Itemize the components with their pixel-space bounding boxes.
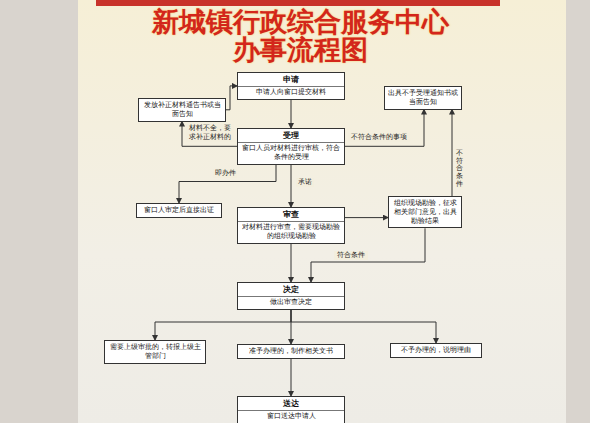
connector [155, 310, 291, 340]
process-box: 需要上级审批的，转报上级主管部门 [104, 340, 206, 364]
connector [291, 100, 292, 128]
edge-label: 材料不全，要求补正材料的 [186, 124, 234, 142]
connector [291, 165, 292, 208]
connector [345, 217, 388, 218]
process-box: 受理窗口人员对材料进行审核，符合条件的受理 [237, 128, 345, 165]
box-text: 准予办理的，制作相关文书 [241, 347, 341, 356]
box-text: 窗口送达申请人 [241, 412, 341, 421]
process-box: 决定做出审查决定 [237, 282, 345, 310]
process-box: 不予办理的，说明理由 [390, 343, 482, 358]
edge-label: 不符合条件的事项 [348, 133, 410, 142]
box-text: 对材料进行审查，需要现场勘验的组织现场勘验 [241, 223, 341, 241]
box-text: 申请人向窗口提交材料 [241, 88, 341, 97]
box-text: 窗口人审定后直接出证 [140, 206, 218, 215]
process-box: 发放补正材料通告书或当面告知 [138, 98, 226, 122]
edge-label: 不符合条件 [456, 150, 463, 188]
box-text: 组织现场勘验，征求相关部门意见，出具勘验结果 [392, 199, 458, 225]
box-text: 发放补正材料通告书或当面告知 [142, 101, 222, 119]
connector [291, 244, 292, 283]
process-box: 窗口人审定后直接出证 [136, 203, 222, 218]
connector [452, 110, 453, 197]
edge-label: 承诺 [296, 178, 314, 187]
top-band [96, 0, 500, 6]
box-heading: 审查 [238, 210, 344, 222]
box-heading: 决定 [238, 285, 344, 297]
connector [291, 359, 292, 396]
edge-label: 符合条件 [334, 251, 368, 260]
process-box: 送达窗口送达申请人 [237, 396, 345, 423]
process-box: 申请申请人向窗口提交材料 [237, 72, 345, 100]
process-box: 审查对材料进行审查，需要现场勘验的组织现场勘验 [237, 207, 345, 244]
connector [291, 310, 436, 343]
box-text: 不予办理的，说明理由 [394, 346, 478, 355]
box-heading: 申请 [238, 75, 344, 87]
diagram-title: 新城镇行政综合服务中心 办事流程图 [140, 8, 460, 64]
connector [345, 110, 424, 147]
box-text: 出具不予受理通知书或当面告知 [388, 89, 458, 107]
process-box: 出具不予受理通知书或当面告知 [384, 86, 462, 110]
box-text: 窗口人员对材料进行审核，符合条件的受理 [241, 144, 341, 162]
box-text: 需要上级审批的，转报上级主管部门 [108, 343, 202, 361]
process-box: 准予办理的，制作相关文书 [237, 344, 345, 359]
connector [226, 86, 237, 110]
process-box: 组织现场勘验，征求相关部门意见，出具勘验结果 [388, 196, 462, 228]
connector [179, 165, 276, 204]
box-heading: 受理 [238, 131, 344, 143]
connector [182, 122, 237, 147]
box-text: 做出审查决定 [241, 298, 341, 307]
edge-label: 即办件 [213, 169, 237, 178]
box-heading: 送达 [238, 399, 344, 411]
